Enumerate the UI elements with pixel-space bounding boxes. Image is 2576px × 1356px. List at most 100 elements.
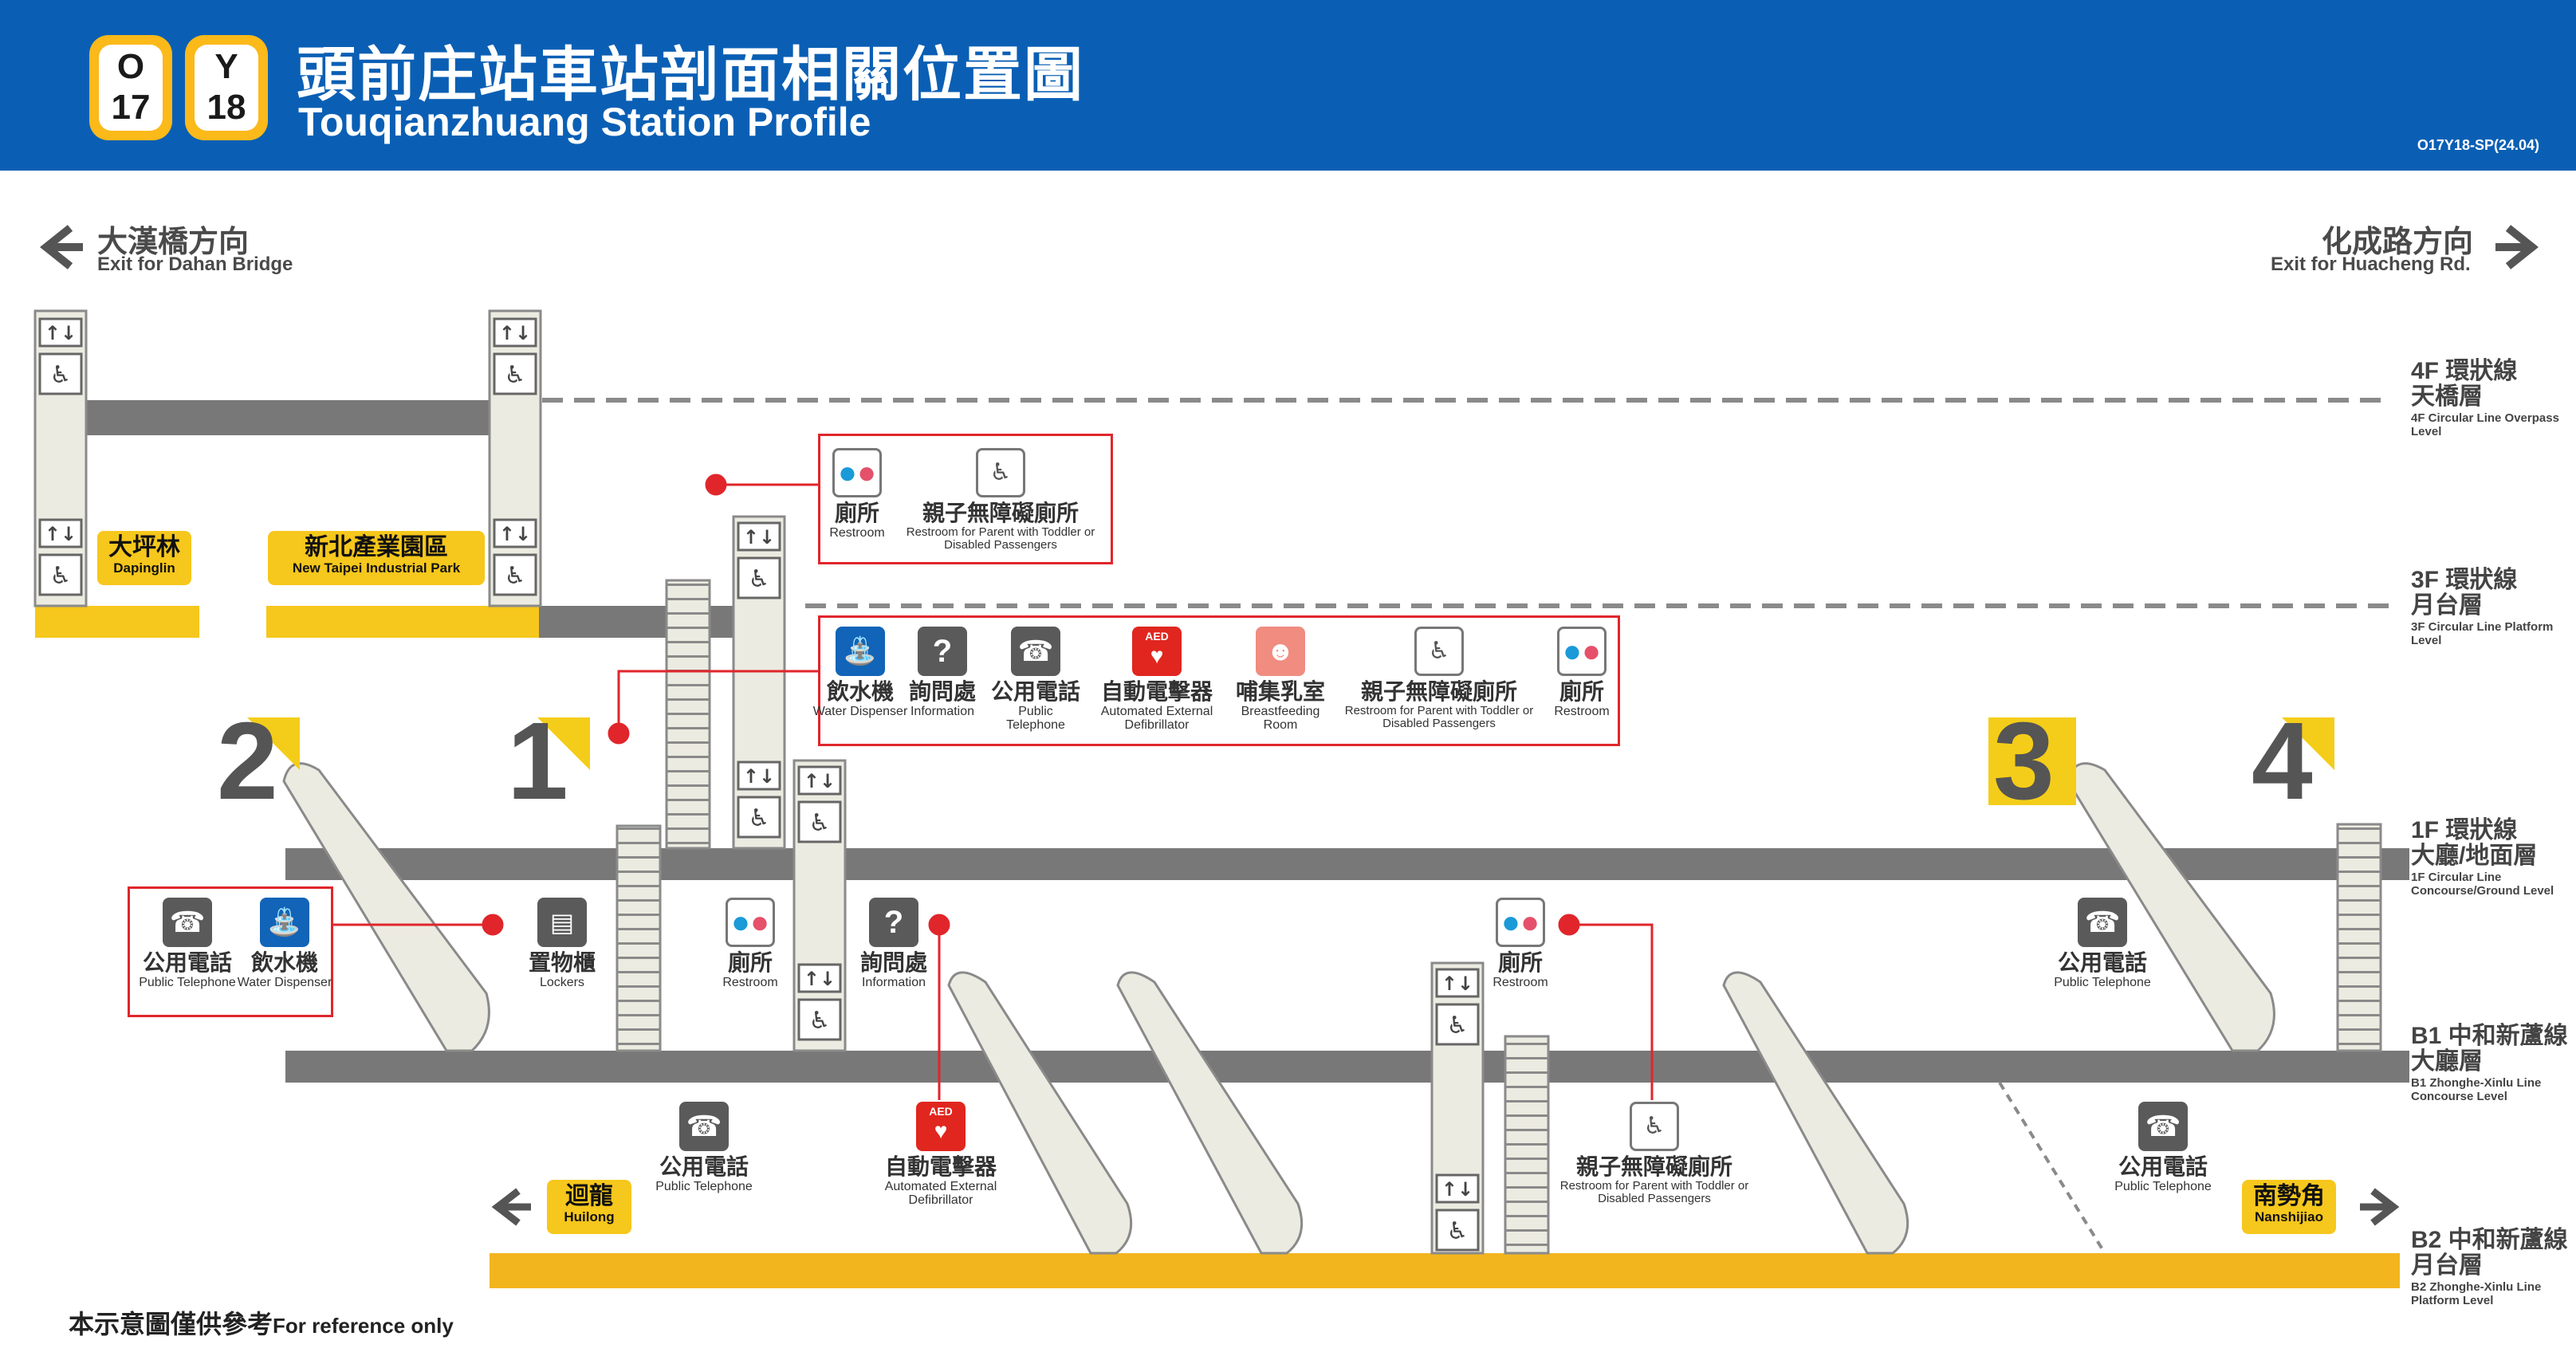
wheelchair-icon: ♿♿ ♿♿ ♿♿ ♿♿ ♿♿ (50, 361, 1469, 1245)
telephone-icon: ☎ (2078, 898, 2127, 947)
facility-restroom: ●● 廁所 Restroom (1469, 898, 1572, 989)
svg-text:↑↓: ↑↓ (804, 968, 836, 990)
exit-1-marker: 1 (502, 706, 590, 816)
facility-restroom: ●● 廁所 Restroom (698, 898, 802, 989)
level-name-en: B2 Zhonghe-Xinlu Line Platform Level (2411, 1280, 2542, 1307)
footer-note-en: For reference only (273, 1314, 454, 1338)
facility-name: 詢問處 (859, 950, 927, 975)
exit-2-marker: 2 (212, 706, 300, 816)
family-restroom-icon: ♿ (976, 448, 1025, 497)
direction-left-en: Exit for Dahan Bridge (97, 254, 293, 275)
station-name: 新北產業園區 (305, 534, 448, 560)
level-label-1f: 1F 環狀線 大廳/地面層 1F Circular Line Concourse… (2411, 818, 2576, 898)
water-dispenser-icon: ⛲ (260, 898, 309, 947)
level-name: 月台層 (2411, 1252, 2483, 1279)
facility-name-en: Restroom (722, 976, 778, 989)
facility-phone: ☎ 公用電話 Public Telephone (137, 898, 238, 989)
level-name: 4F 環狀線 (2411, 358, 2518, 384)
facility-info: ? 詢問處 Information (842, 898, 946, 989)
svg-text:♿: ♿ (809, 809, 831, 837)
facility-phone: ☎ 公用電話 Public Telephone (989, 627, 1083, 732)
breastfeeding-icon: ☻ (1256, 627, 1305, 676)
facility-name: 飲水機 (250, 950, 318, 975)
facility-name: 公用電話 (2057, 950, 2147, 975)
facility-family-restroom: ♿ 親子無障礙廁所 Restroom for Parent with Toddl… (1323, 627, 1555, 730)
station-name: 迴龍 (565, 1183, 613, 1209)
exit-number: 4 (2252, 700, 2313, 823)
facility-restroom: ●● 廁所 Restroom (781, 448, 933, 540)
station-name-en: Nanshijiao (2255, 1209, 2323, 1224)
svg-text:↑↓: ↑↓ (45, 322, 77, 344)
facility-name-en: Public Telephone (139, 976, 236, 989)
map-code: O17Y18-SP(24.04) (2417, 137, 2539, 153)
svg-text:♿: ♿ (505, 562, 526, 590)
facility-name: 哺集乳室 (1235, 679, 1325, 704)
facility-name: 公用電話 (659, 1154, 749, 1179)
facility-name-en: Water Dispenser (237, 976, 332, 989)
facility-name: 親子無障礙廁所 (1575, 1154, 1732, 1179)
footer-note-zh: 本示意圖僅供參考 (69, 1310, 273, 1338)
facility-phone: ☎ 公用電話 Public Telephone (628, 1102, 780, 1193)
station-label-nanshijiao: 南勢角 Nanshijiao (2242, 1180, 2336, 1234)
facility-name-en: Restroom for Parent with Toddler or Disa… (1344, 704, 1534, 730)
information-icon: ? (869, 898, 918, 947)
svg-text:↑↓: ↑↓ (743, 526, 775, 548)
svg-text:↑↓: ↑↓ (804, 770, 836, 792)
facility-water: ⛲ 飲水機 Water Dispenser (810, 627, 910, 718)
station-label-dapinglin: 大坪林 Dapinglin (97, 531, 191, 585)
facility-family-restroom: ♿ 親子無障礙廁所 Restroom for Parent with Toddl… (1539, 1102, 1770, 1205)
svg-text:♿: ♿ (1447, 1012, 1469, 1040)
facility-name-en: Restroom for Parent with Toddler or Disa… (906, 525, 1095, 552)
telephone-icon: ☎ (163, 898, 212, 947)
telephone-icon: ☎ (2138, 1102, 2188, 1151)
facility-name: 公用電話 (990, 679, 1080, 704)
facility-name: 廁所 (834, 501, 879, 525)
level-name-en: 1F Circular Line Concourse/Ground Level (2411, 871, 2554, 898)
direction-right-en: Exit for Huacheng Rd. (2271, 254, 2471, 275)
line-letter: Y (214, 47, 238, 86)
exit-number: 1 (507, 700, 568, 823)
level-name-en: 3F Circular Line Platform Level (2411, 620, 2554, 647)
facility-name: 廁所 (1497, 950, 1543, 975)
station-name: 大坪林 (108, 534, 180, 560)
staircase-down (1998, 1081, 2106, 1255)
facility-name: 親子無障礙廁所 (1360, 679, 1517, 704)
level-name: 3F 環狀線 (2411, 567, 2518, 593)
level-label-3f: 3F 環狀線 月台層 3F Circular Line Platform Lev… (2411, 567, 2576, 648)
level-name: 1F 環狀線 (2411, 817, 2518, 843)
level-name: 大廳層 (2411, 1048, 2483, 1075)
facility-phone: ☎ 公用電話 Public Telephone (2087, 1102, 2239, 1193)
water-dispenser-icon: ⛲ (836, 627, 885, 676)
line-number: 17 (111, 88, 151, 127)
facility-restroom: ●● 廁所 Restroom (1537, 627, 1626, 718)
level-name: B1 中和新蘆線 (2411, 1023, 2568, 1049)
station-name-en: Dapinglin (113, 560, 175, 576)
facility-name-en: Restroom (1554, 705, 1610, 718)
level-name-en: 4F Circular Line Overpass Level (2411, 411, 2559, 438)
restroom-icon: ●● (726, 898, 775, 947)
arrow-right-icon (2360, 1188, 2400, 1226)
svg-text:↑↓: ↑↓ (499, 523, 531, 545)
family-restroom-icon: ♿ (1630, 1102, 1679, 1151)
arrow-left-icon (491, 1188, 531, 1226)
staircase (615, 579, 2382, 1255)
station-name: 南勢角 (2253, 1183, 2325, 1209)
direction-right-zh: 化成路方向 (2322, 226, 2474, 259)
level-name: 月台層 (2411, 592, 2483, 619)
station-name-en: New Taipei Industrial Park (292, 560, 461, 576)
facility-name: 公用電話 (142, 950, 232, 975)
svg-text:♿: ♿ (50, 361, 72, 389)
svg-text:♿: ♿ (749, 565, 770, 593)
facility-name: 自動電擊器 (884, 1154, 997, 1179)
facility-name-en: Automated External Defibrillator (1100, 705, 1213, 732)
restroom-icon: ●● (832, 448, 882, 497)
facility-name: 廁所 (727, 950, 773, 975)
station-label-huilong: 迴龍 Huilong (547, 1180, 631, 1234)
svg-text:♿: ♿ (809, 1007, 831, 1035)
level-label-4f: 4F 環狀線 天橋層 4F Circular Line Overpass Lev… (2411, 358, 2576, 439)
facility-name-en: Automated External Defibrillator (884, 1180, 997, 1207)
level-label-b2: B2 中和新蘆線 月台層 B2 Zhonghe-Xinlu Line Platf… (2411, 1228, 2576, 1308)
restroom-icon: ●● (1557, 627, 1607, 676)
svg-text:↑↓: ↑↓ (45, 523, 77, 545)
